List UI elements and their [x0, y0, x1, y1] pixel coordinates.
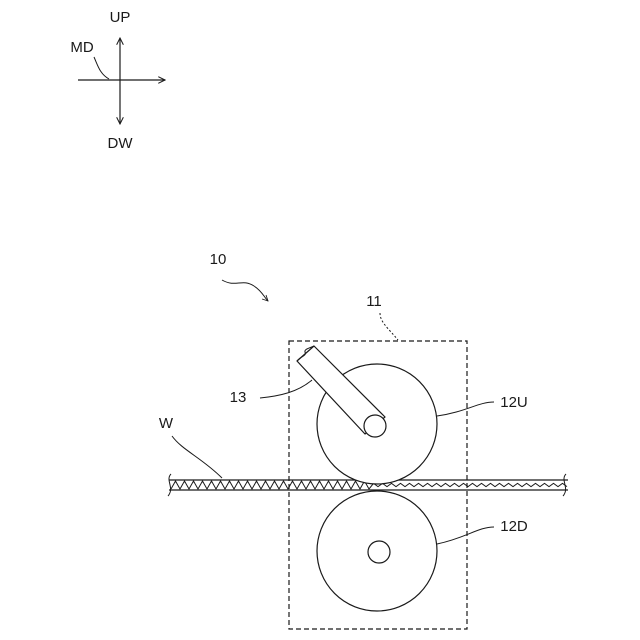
web-leader-line [172, 436, 222, 478]
label-arm: 13 [230, 389, 247, 406]
label-lower-roller: 12D [500, 518, 528, 535]
lower-roller-leader-line [437, 527, 494, 544]
unit-leader-line [380, 313, 398, 340]
label-unit: 11 [366, 293, 382, 310]
label-apparatus: 10 [210, 251, 227, 268]
apparatus-reference: 10 [210, 251, 268, 301]
md-leader-line [94, 57, 109, 79]
upper-roller-leader-line [437, 402, 494, 416]
direction-indicator: UP DW MD [70, 9, 165, 152]
web-left-break [168, 474, 171, 496]
lower-roller-shaft [368, 541, 390, 563]
apparatus-leader-arrow [222, 280, 268, 301]
label-up: UP [110, 9, 131, 26]
label-web: W [159, 415, 174, 432]
label-md: MD [70, 39, 93, 56]
upper-roller-shaft [364, 415, 386, 437]
label-upper-roller: 12U [500, 394, 528, 411]
arm-leader-line [260, 380, 312, 398]
lower-roller: 12D [317, 491, 528, 611]
label-down: DW [108, 135, 134, 152]
